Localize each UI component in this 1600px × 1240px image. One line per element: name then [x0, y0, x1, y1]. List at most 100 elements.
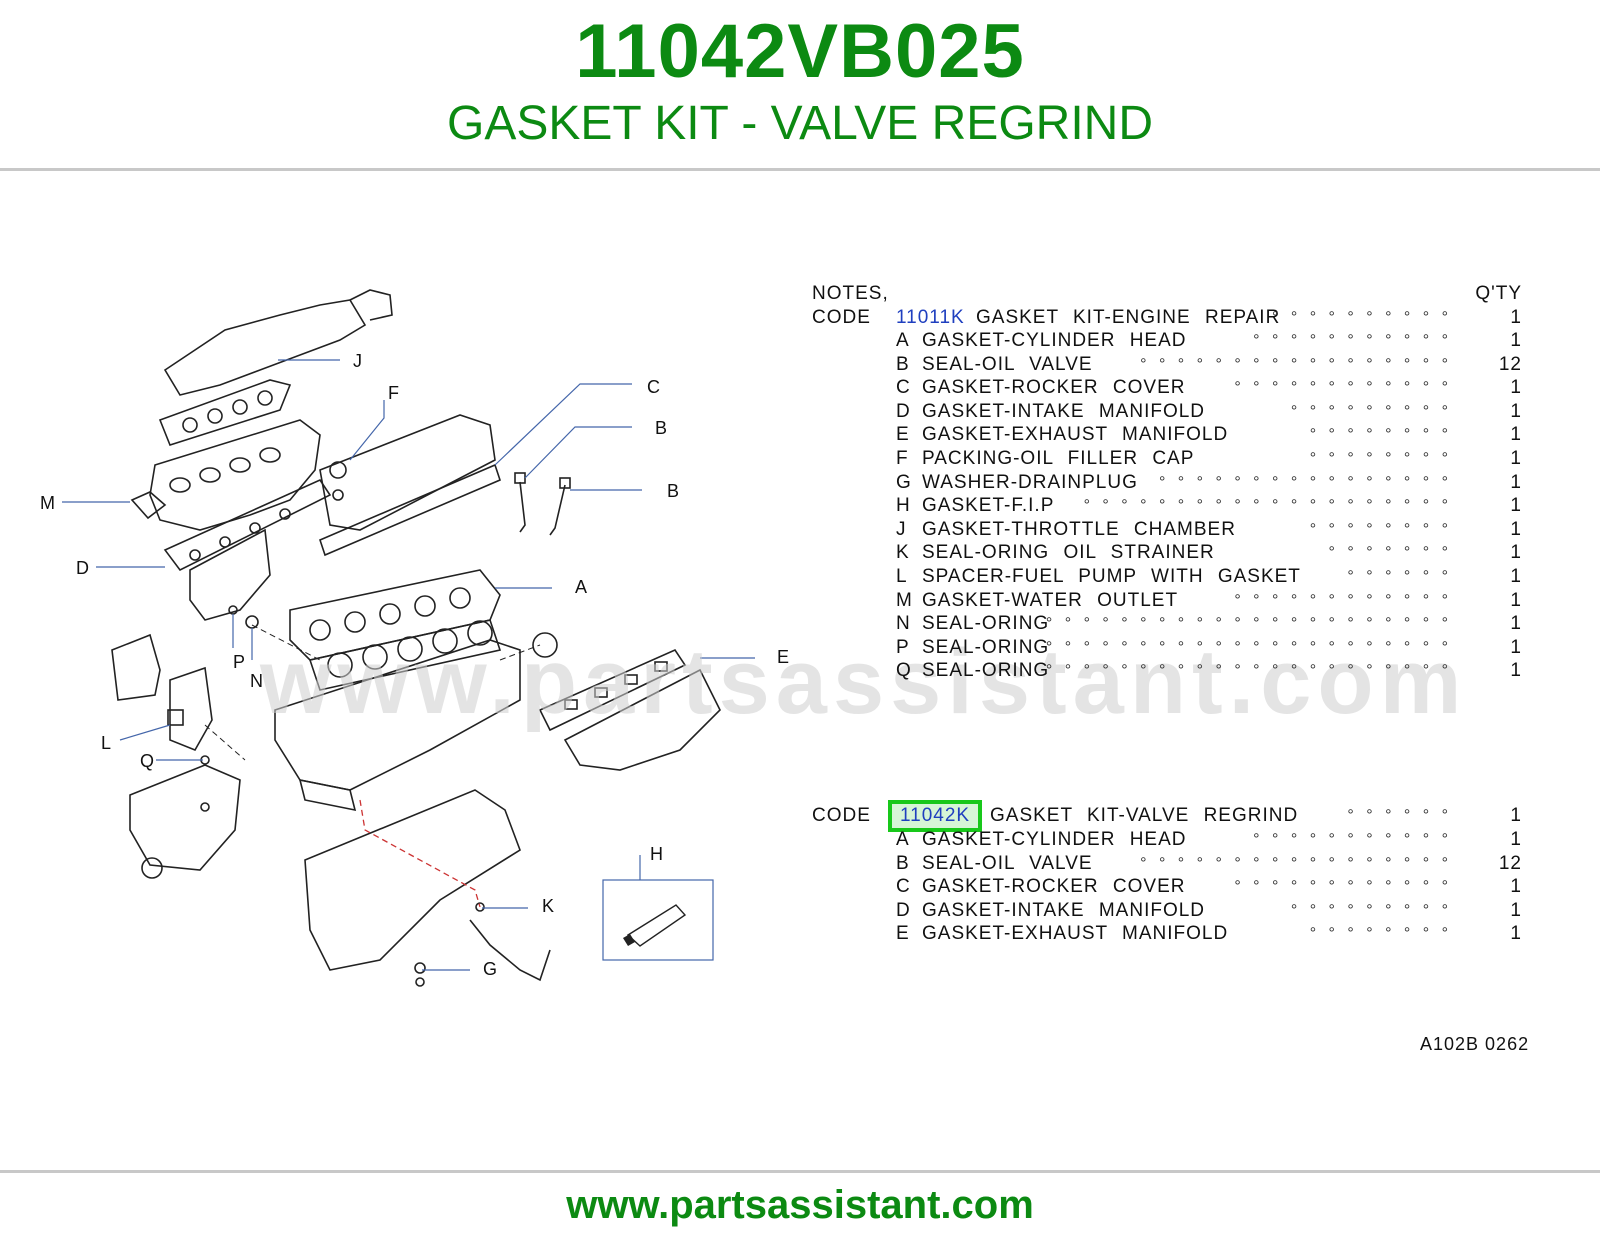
- callout-p: P: [233, 652, 246, 672]
- list-item: M GASKET-WATER OUTLET ° ° ° ° ° ° ° ° ° ° …: [812, 589, 1542, 613]
- qty-column-header: Q'TY: [1475, 283, 1522, 304]
- item-qty: 12: [1498, 852, 1522, 874]
- callout-b-seal: B: [655, 418, 668, 438]
- part-number-title: 11042VB025: [575, 9, 1025, 94]
- kit1-code-link[interactable]: 11011K: [896, 307, 965, 328]
- item-name: SEAL-OIL VALVE: [922, 852, 1093, 874]
- callout-q: Q: [140, 751, 155, 771]
- item-name: SEAL-ORING: [922, 613, 1050, 635]
- item-letter: E: [896, 923, 910, 945]
- engine-gasket-illustration: [62, 289, 755, 987]
- leader-dots: ° ° ° ° ° °: [1347, 807, 1452, 824]
- item-letter: A: [896, 829, 910, 850]
- leader-dots: ° ° ° ° ° ° ° ° ° ° ° ° ° ° ° ° ° ° ° ° …: [1045, 615, 1452, 633]
- item-name: SEAL-ORING: [922, 660, 1050, 682]
- item-letter: D: [896, 400, 911, 422]
- callout-j: J: [353, 351, 362, 371]
- item-qty: 1: [1510, 589, 1522, 611]
- item-qty: 1: [1510, 660, 1522, 682]
- item-qty: 1: [1510, 471, 1522, 493]
- list-item: D GASKET-INTAKE MANIFOLD ° ° ° ° ° ° ° ° °…: [812, 899, 1542, 923]
- item-letter: Q: [896, 660, 912, 682]
- item-letter: E: [896, 424, 910, 446]
- item-name: GASKET-CYLINDER HEAD: [922, 829, 1187, 850]
- leader-dots: ° ° ° ° ° ° ° ° ° ° ° °: [1234, 878, 1452, 896]
- callout-d: D: [76, 558, 89, 578]
- item-name: GASKET-CYLINDER HEAD: [922, 330, 1187, 351]
- list-item: B SEAL-OIL VALVE ° ° ° ° ° ° ° ° ° ° ° ° °…: [812, 852, 1542, 876]
- notes-label: NOTES,: [812, 283, 889, 304]
- callout-e: E: [777, 647, 790, 667]
- kit2-row: CODE 11042K GASKET KIT-VALVE REGRIND ° °…: [812, 800, 1542, 832]
- leader-dots: ° ° ° ° ° ° ° ° ° ° °: [1253, 332, 1452, 349]
- item-letter: P: [896, 636, 910, 658]
- item-qty: 1: [1510, 613, 1522, 635]
- item-letter: D: [896, 899, 911, 921]
- item-name: SEAL-ORING OIL STRAINER: [922, 542, 1215, 564]
- item-letter: K: [896, 542, 910, 564]
- kit2-qty: 1: [1510, 805, 1522, 826]
- kit1-name: GASKET KIT-ENGINE REPAIR: [976, 307, 1281, 328]
- callout-n: N: [250, 671, 263, 691]
- item-qty: 1: [1510, 923, 1522, 945]
- part-description: GASKET KIT - VALVE REGRIND: [447, 97, 1153, 150]
- list-item: Q SEAL-ORING° ° ° ° ° ° ° ° ° ° ° ° ° ° °…: [812, 659, 1542, 683]
- item-letter: F: [896, 448, 909, 469]
- item-name: GASKET-EXHAUST MANIFOLD: [922, 424, 1229, 446]
- item-name: SEAL-ORING: [922, 636, 1050, 658]
- item-qty: 12: [1498, 353, 1522, 375]
- callout-f: F: [388, 383, 399, 403]
- leader-dots: ° ° ° ° ° ° ° ° ° ° ° °: [1234, 591, 1452, 609]
- item-name: GASKET-INTAKE MANIFOLD: [922, 899, 1206, 921]
- kit1-row: CODE 11011K GASKET KIT-ENGINE REPAIR ° °…: [812, 306, 1542, 330]
- item-letter: A: [896, 330, 910, 351]
- item-letter: C: [896, 377, 911, 399]
- leader-dots: ° ° ° ° ° °: [1347, 568, 1452, 585]
- item-name: GASKET-ROCKER COVER: [922, 377, 1186, 399]
- leader-dots: ° ° ° ° ° ° ° ° ° ° ° ° ° ° ° °: [1158, 473, 1452, 491]
- leader-dots: ° ° ° ° ° ° ° ° ° ° ° ° ° ° ° ° °: [1140, 854, 1452, 872]
- item-qty: 1: [1510, 377, 1522, 399]
- item-name: GASKET-WATER OUTLET: [922, 589, 1179, 611]
- code-label: CODE: [812, 805, 871, 826]
- code-label: CODE: [812, 307, 871, 328]
- kit2-name: GASKET KIT-VALVE REGRIND: [990, 805, 1299, 826]
- item-name: SEAL-OIL VALVE: [922, 353, 1093, 375]
- callout-c: C: [647, 377, 660, 397]
- leader-dots: ° ° ° ° ° ° ° ° °: [1290, 901, 1452, 919]
- kit1-qty: 1: [1510, 307, 1522, 328]
- kit2-code-highlighted[interactable]: 11042K: [888, 800, 983, 832]
- item-name: GASKET-ROCKER COVER: [922, 876, 1186, 898]
- callout-l: L: [101, 733, 112, 753]
- footer-website-link[interactable]: www.partsassistant.com: [566, 1183, 1034, 1227]
- callout-b-valve: B: [667, 481, 680, 501]
- item-letter: B: [896, 353, 910, 375]
- callout-m: M: [40, 493, 55, 513]
- item-qty: 1: [1510, 876, 1522, 898]
- item-letter: M: [896, 589, 913, 611]
- table-header-row: NOTES, Q'TY: [812, 282, 1542, 306]
- leader-dots: ° ° ° ° ° ° °: [1328, 544, 1452, 562]
- item-qty: 1: [1510, 899, 1522, 921]
- leader-dots: ° ° ° ° ° ° ° ° ° ° ° ° ° ° ° ° ° ° ° ° …: [1045, 638, 1452, 656]
- leader-dots: ° ° ° ° ° ° ° ° ° ° °: [1253, 831, 1452, 848]
- leader-dots: ° ° ° ° ° ° ° ° ° ° ° ° ° ° ° ° ° ° ° °: [1083, 497, 1452, 515]
- leader-dots: ° ° ° ° ° ° ° °: [1309, 925, 1452, 943]
- item-qty: 1: [1510, 448, 1522, 469]
- list-item: A GASKET-CYLINDER HEAD ° ° ° ° ° ° ° ° ° °…: [812, 329, 1542, 353]
- item-name: GASKET-THROTTLE CHAMBER: [922, 518, 1236, 540]
- leader-dots: ° ° ° ° ° ° ° ° ° ° ° ° ° ° ° ° ° ° ° ° …: [1045, 662, 1452, 680]
- item-letter: B: [896, 852, 910, 874]
- leader-dots: ° ° ° ° ° ° ° °: [1309, 426, 1452, 444]
- leader-dots: ° ° ° ° ° ° ° °: [1309, 450, 1452, 467]
